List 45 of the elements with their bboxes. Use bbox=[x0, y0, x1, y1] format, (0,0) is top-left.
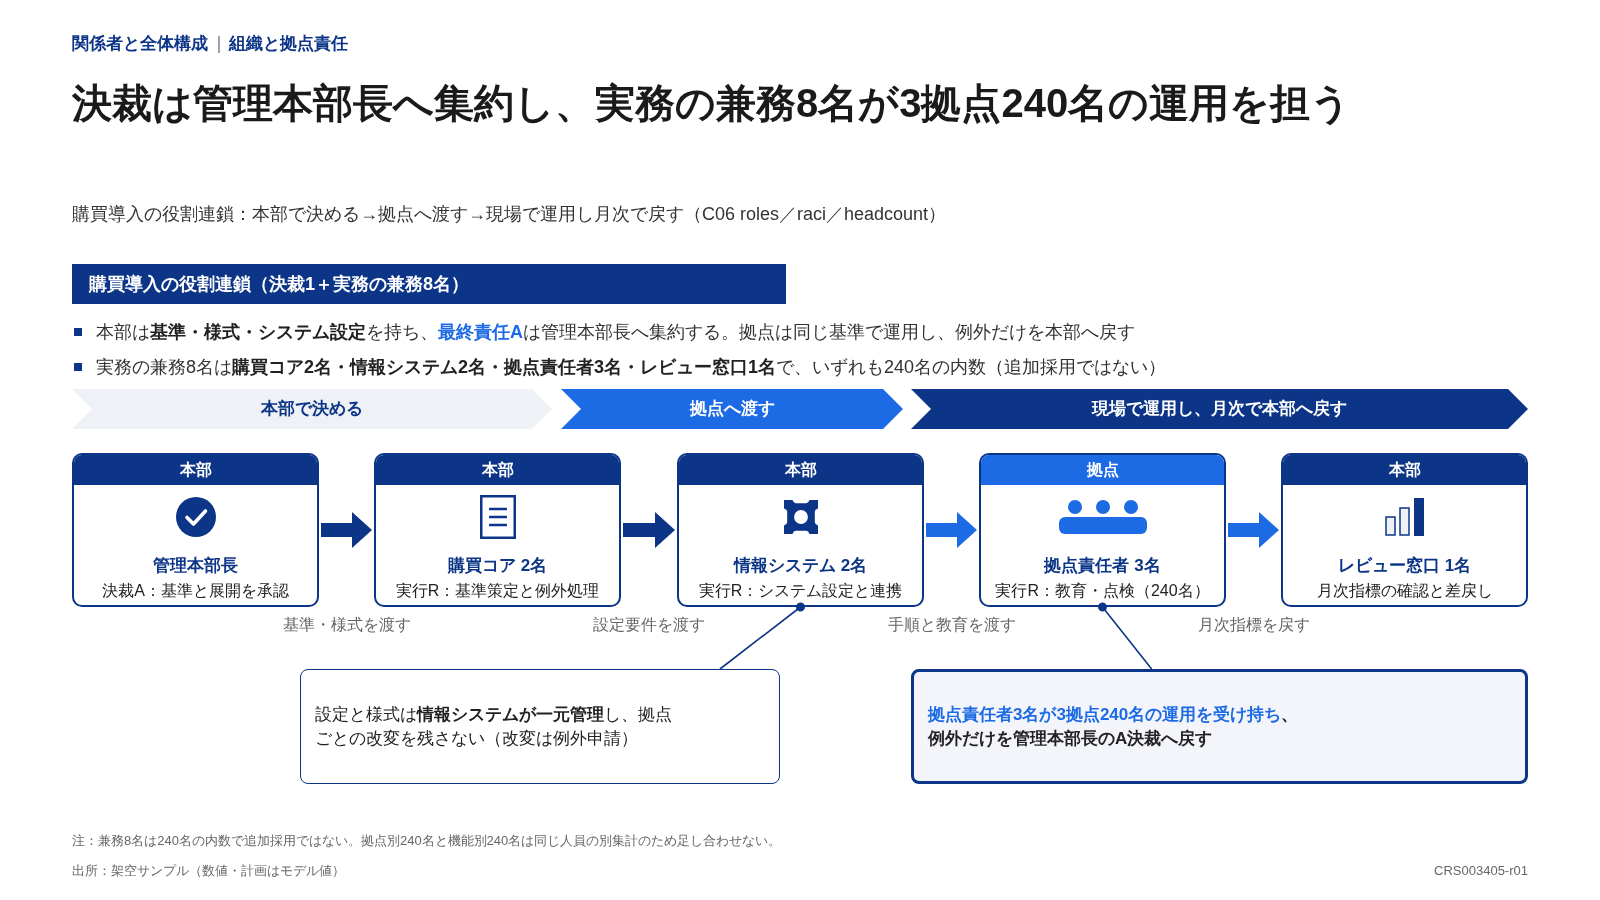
phase-band: 本部で決める bbox=[72, 389, 552, 429]
role-title: 管理本部長 bbox=[153, 555, 238, 577]
role-title: 購買コア 2名 bbox=[447, 555, 548, 577]
card-header: 拠点 bbox=[981, 455, 1224, 485]
bullet-text: 実務の兼務8名は購買コア2名・情報システム2名・拠点責任者3名・レビュー窓口1名で、いずれも240名の内数（追加採用ではない） bbox=[96, 356, 1167, 379]
card-header: 本部 bbox=[1283, 455, 1526, 485]
role-card bbox=[979, 453, 1226, 607]
role-description: 決裁A：基準と展開を承認 bbox=[102, 581, 289, 601]
card-header: 本部 bbox=[679, 455, 922, 485]
handoff-label: 手順と教育を渡す bbox=[887, 615, 1016, 635]
source-text: 出所：架空サンプル（数値・計画はモデル値） bbox=[72, 862, 345, 880]
card-header: 本部 bbox=[376, 455, 619, 485]
footnote-text: 注：兼務8名は240名の内数で追加採用ではない。拠点別240名と機能別240名は同じ人員の別集計のため足し合わせない。 bbox=[72, 832, 782, 850]
role-description: 実行R：システム設定と連携 bbox=[698, 581, 903, 601]
role-description: 実行R：教育・点検（240名） bbox=[995, 581, 1210, 601]
document-id: CRS003405-r01 bbox=[1434, 862, 1528, 880]
handoff-label: 月次指標を戻す bbox=[1197, 615, 1310, 635]
phase-band: 現場で運用し、月次で本部へ戻す bbox=[911, 389, 1528, 429]
card-header: 本部 bbox=[74, 455, 317, 485]
slide-title: 決裁は管理本部長へ集約し、実務の兼務8名が3拠点240名の運用を担う bbox=[72, 80, 1352, 127]
role-card bbox=[374, 453, 621, 607]
arrow bbox=[1228, 511, 1279, 549]
handoff-label: 基準・様式を渡す bbox=[282, 615, 411, 635]
role-card bbox=[1281, 453, 1528, 607]
arrow bbox=[926, 511, 977, 549]
role-description: 実行R：基準策定と例外処理 bbox=[395, 581, 600, 601]
role-title: レビュー窓口 1名 bbox=[1337, 555, 1472, 577]
phase-band: 拠点へ渡す bbox=[561, 389, 903, 429]
role-card bbox=[677, 453, 924, 607]
subtitle-text: 購買導入の役割連鎖：本部で決める→拠点へ渡す→現場で運用し月次で戻す（C06 roles／raci／headcount） bbox=[72, 203, 947, 226]
arrow bbox=[623, 511, 675, 549]
handoff-label: 設定要件を渡す bbox=[593, 615, 705, 635]
breadcrumb-text: 組織と拠点責任 bbox=[229, 33, 348, 55]
callout-box: 設定と様式は情報システムが一元管理し、拠点ごとの改変を残さない（改変は例外申請） bbox=[300, 669, 780, 784]
section-banner: 購買導入の役割連鎖（決裁1＋実務の兼務8名） bbox=[72, 264, 786, 304]
role-card bbox=[72, 453, 319, 607]
callout-box: 拠点責任者3名が3拠点240名の運用を受け持ち、例外だけを管理本部長のA決裁へ戻す bbox=[911, 669, 1528, 784]
bullet-text: 本部は基準・様式・システム設定を持ち、最終責任Aは管理本部長へ集約する。拠点は同じ基準で運用し、例外だけを本部へ戻す bbox=[96, 321, 1135, 344]
leader-line bbox=[719, 602, 805, 670]
arrow bbox=[321, 511, 372, 549]
leader-line bbox=[1098, 602, 1153, 670]
role-title: 拠点責任者 3名 bbox=[1044, 555, 1161, 577]
role-title: 情報システム 2名 bbox=[733, 555, 868, 577]
role-description: 月次指標の確認と差戻し bbox=[1316, 581, 1493, 601]
breadcrumb-text: 関係者と全体構成 bbox=[72, 33, 208, 55]
